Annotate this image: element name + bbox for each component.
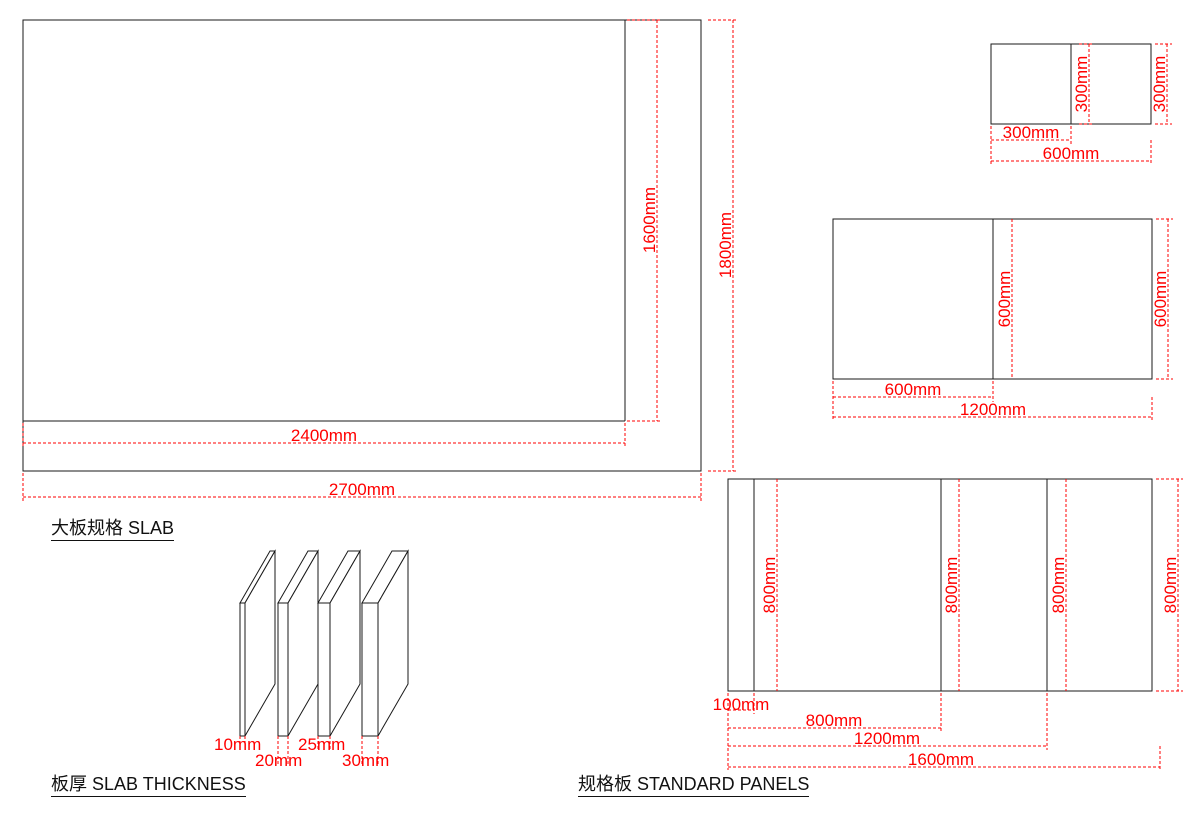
dim-label-2400: 2400mm bbox=[291, 426, 357, 445]
thickness-panel-20mm bbox=[277, 549, 319, 738]
panel-medium-height-right: 600mm bbox=[1151, 271, 1170, 328]
panel-large-height-1: 800mm bbox=[760, 557, 779, 614]
thickness-label-20mm: 20mm bbox=[255, 751, 302, 770]
panel-large-height-2: 800mm bbox=[942, 557, 961, 614]
panel-large-width-1200: 1200mm bbox=[854, 729, 920, 748]
panel-medium-width-half: 600mm bbox=[885, 380, 942, 399]
dim-label-1800: 1800mm bbox=[716, 212, 735, 278]
panel-small-height-mid: 300mm bbox=[1072, 56, 1091, 113]
panel-large-height-right: 800mm bbox=[1161, 557, 1180, 614]
thickness-panel-10mm bbox=[239, 549, 276, 738]
panel-small-group: 300mm 300mm 300mm 600mm bbox=[990, 43, 1172, 165]
thickness-panel-30mm bbox=[361, 549, 409, 738]
panel-large-height-3: 800mm bbox=[1049, 557, 1068, 614]
caption-slab: 大板规格 SLAB bbox=[51, 518, 175, 541]
thickness-group: 10mm 20mm 25mm 30mm bbox=[214, 549, 409, 770]
panel-medium-width-total: 1200mm bbox=[960, 400, 1026, 419]
panel-large-group: 800mm 800mm 800mm 800mm 100mm 800mm 1200… bbox=[713, 478, 1183, 771]
panel-large-width-1600: 1600mm bbox=[908, 750, 974, 769]
dim-label-1600: 1600mm bbox=[640, 187, 659, 253]
panel-large-outline bbox=[727, 478, 1153, 692]
panel-small-width-half: 300mm bbox=[1003, 123, 1060, 142]
caption-thickness: 板厚 SLAB THICKNESS bbox=[51, 774, 246, 797]
panel-small-height-right: 300mm bbox=[1150, 56, 1169, 113]
thickness-label-30mm: 30mm bbox=[342, 751, 389, 770]
panel-medium-height-mid: 600mm bbox=[995, 271, 1014, 328]
thickness-panel-25mm bbox=[317, 549, 361, 738]
panel-medium-group: 600mm 600mm 600mm 1200mm bbox=[832, 218, 1173, 421]
slab-group: 2400mm 2700mm 1600mm 1800mm bbox=[22, 19, 738, 502]
slab-outline-2700x1800 bbox=[22, 19, 702, 472]
panel-small-width-total: 600mm bbox=[1043, 144, 1100, 163]
thickness-label-10mm: 10mm bbox=[214, 735, 261, 754]
dim-label-2700: 2700mm bbox=[329, 480, 395, 499]
thickness-label-25mm: 25mm bbox=[298, 735, 345, 754]
panel-large-width-800: 800mm bbox=[806, 711, 863, 730]
caption-standard-panels: 规格板 STANDARD PANELS bbox=[578, 774, 810, 797]
panel-large-width-100: 100mm bbox=[713, 695, 770, 714]
